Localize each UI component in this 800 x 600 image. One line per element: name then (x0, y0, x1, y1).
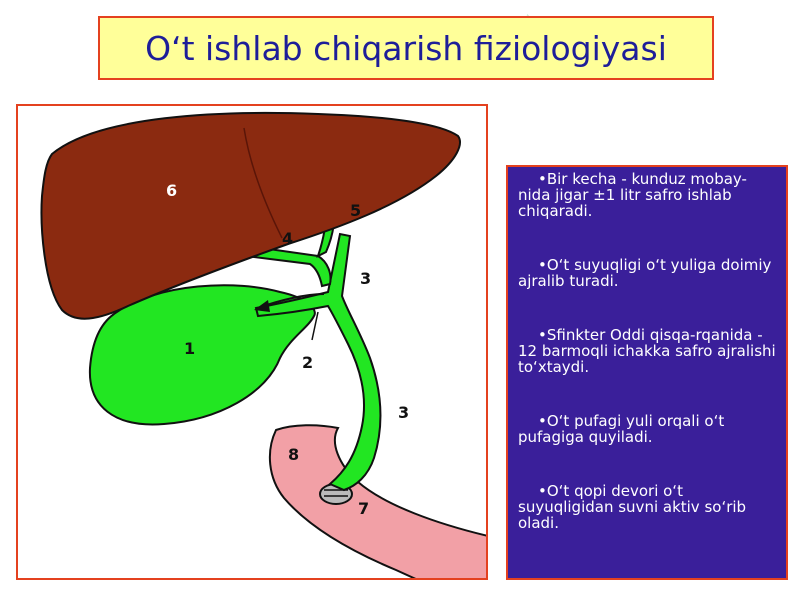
label-hepatic-duct: 4 (282, 229, 293, 248)
label-common-duct-lower: 3 (398, 403, 409, 422)
gallbladder (88, 284, 316, 426)
liver (40, 111, 461, 320)
common-bile-duct (254, 232, 382, 492)
bullet-gallbladder-flow: •O‘t pufagi yuli orqali o‘t pufagiga quy… (518, 413, 776, 445)
info-panel: •Bir kecha - kunduz mobay-nida jigar ±1 … (506, 165, 788, 580)
bullet-daily-bile: •Bir kecha - kunduz mobay-nida jigar ±1 … (518, 171, 776, 219)
diagram-frame: 6 1 2 3 3 4 5 7 8 (16, 104, 488, 580)
bullet-text: •Sfinkter Oddi qisqa-rqanida - 12 barmoq… (518, 326, 776, 376)
bullet-water-absorption: •O‘t qopi devori o‘t suyuqligidan suvni … (518, 483, 776, 531)
duodenum (268, 424, 486, 578)
label-right-duct: 5 (350, 201, 361, 220)
title-box: O‘t ishlab chiqarish fiziologiyasi (98, 16, 714, 80)
page-title: O‘t ishlab chiqarish fiziologiyasi (145, 28, 667, 68)
bullet-text: •O‘t suyuqligi o‘t yuliga doimiy ajralib… (518, 256, 772, 290)
hepatic-duct (244, 244, 332, 288)
biliary-diagram: 6 1 2 3 3 4 5 7 8 (40, 111, 486, 578)
bullet-text: •Bir kecha - kunduz mobay-nida jigar ±1 … (518, 170, 747, 220)
label-duodenum: 8 (288, 445, 299, 464)
bullet-text: •O‘t pufagi yuli orqali o‘t pufagiga quy… (518, 412, 725, 446)
label-gallbladder: 1 (184, 339, 195, 358)
bullet-continuous-secretion: •O‘t suyuqligi o‘t yuliga doimiy ajralib… (518, 257, 776, 289)
bullet-text: •O‘t qopi devori o‘t suyuqligidan suvni … (518, 482, 747, 532)
label-cystic-duct: 2 (302, 353, 313, 372)
label-common-duct-upper: 3 (360, 269, 371, 288)
label-sphincter: 7 (358, 499, 369, 518)
label-liver: 6 (166, 181, 177, 200)
bullet-sphincter: •Sfinkter Oddi qisqa-rqanida - 12 barmoq… (518, 327, 776, 375)
